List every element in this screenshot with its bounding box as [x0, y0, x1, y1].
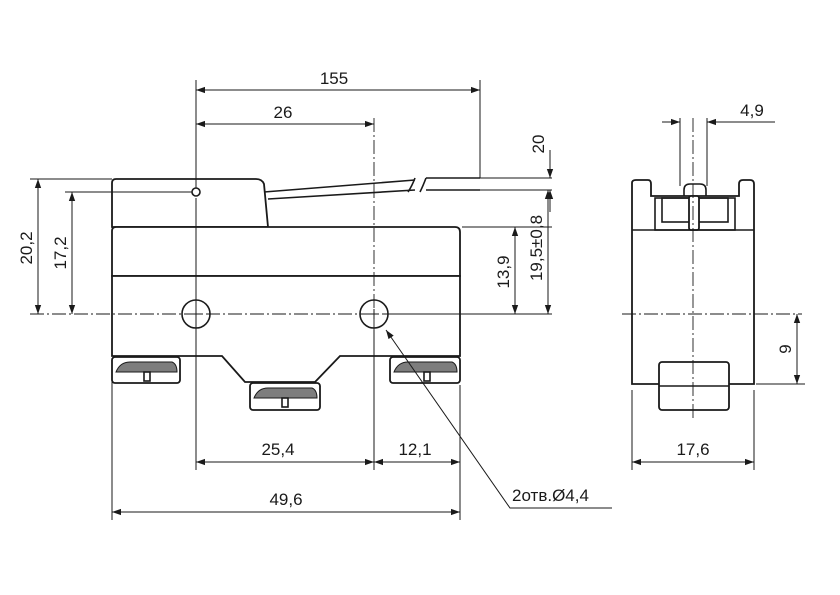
side-view: [622, 118, 802, 420]
front-view: [30, 118, 548, 470]
dim-total-height: 20,2: [17, 231, 36, 264]
dim-hole-height: 13,9: [494, 255, 513, 288]
dim-roller-gap: 20: [529, 135, 548, 154]
lever-blade-end: [426, 177, 480, 191]
body-top-plate: [111, 226, 461, 277]
dim-body-width: 17,6: [676, 440, 709, 459]
dim-lever-pivot-offset: 26: [274, 103, 293, 122]
actuator-housing: [111, 178, 269, 228]
terminal-left: [111, 356, 181, 384]
dim-hole-to-edge: 12,1: [398, 440, 431, 459]
dim-lever-length: 155: [320, 69, 348, 88]
dim-holes-callout: 2отв.Ø4,4: [512, 486, 589, 505]
dim-pivot-height: 17,2: [51, 236, 70, 269]
front-dimensions: 155 26 20 19,5±0,8 13,9 20,2 17,2 25,4 1…: [17, 69, 612, 520]
dim-tab-width: 4,9: [740, 101, 764, 120]
dim-hole-spacing: 25,4: [261, 440, 294, 459]
lever-blade-break: [407, 177, 427, 193]
terminal-center: [249, 382, 321, 411]
body-main: [111, 275, 461, 383]
lever-blade: [263, 179, 416, 200]
side-dimensions: 4,9 9 17,6: [631, 101, 805, 470]
dim-side-hole-offset: 9: [776, 344, 795, 353]
dim-operating-position: 19,5±0,8: [527, 215, 546, 281]
dim-body-length: 49,6: [269, 490, 302, 509]
terminal-right: [389, 356, 461, 384]
